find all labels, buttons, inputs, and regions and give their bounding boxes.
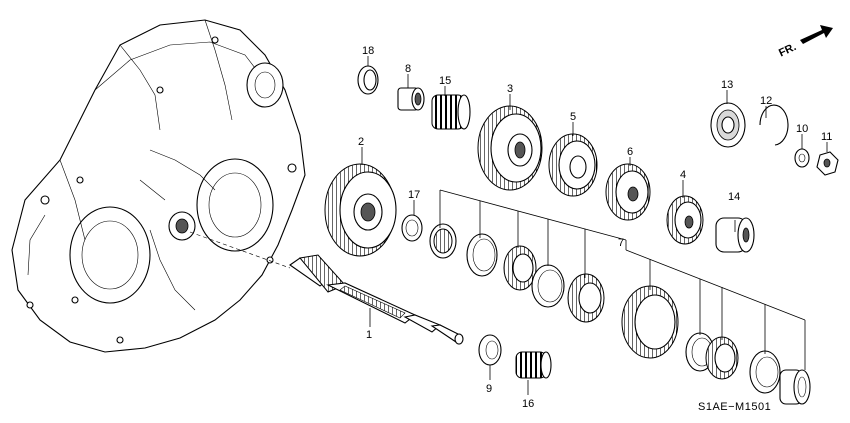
callout-15: 15 (439, 75, 451, 87)
callout-1: 1 (366, 329, 372, 341)
mainshaft (289, 254, 464, 345)
part-7-leader-bracket (439, 189, 806, 370)
bearing-part-14 (715, 217, 755, 253)
callout-3: 3 (507, 83, 513, 95)
callout-7: 7 (618, 237, 624, 249)
needle-bearing-part-16 (515, 351, 552, 379)
collar-part-8 (397, 87, 425, 111)
callout-5: 5 (570, 111, 576, 123)
transmission-housing (11, 19, 306, 353)
callout-8: 8 (405, 63, 411, 75)
callout-18: 18 (362, 45, 374, 57)
callout-16: 16 (522, 398, 534, 410)
gear-part-4 (666, 195, 704, 245)
washer-part-9 (478, 334, 502, 366)
callout-12: 12 (760, 95, 772, 107)
front-direction-indicator: FR. (777, 25, 833, 59)
callout-6: 6 (627, 146, 633, 158)
ball-bearing-part-13 (710, 102, 746, 148)
synchro-assembly-part-7 (429, 223, 811, 405)
gear-part-3 (477, 105, 543, 191)
callout-10: 10 (796, 123, 808, 135)
callout-2: 2 (358, 136, 364, 148)
callout-9: 9 (486, 383, 492, 395)
gear-part-6 (605, 163, 651, 221)
front-arrow-icon (800, 25, 833, 44)
nut-part-11 (816, 151, 839, 176)
callout-4: 4 (680, 169, 686, 181)
callout-13: 13 (721, 79, 733, 91)
callout-leaders (361, 56, 828, 395)
callout-11: 11 (821, 131, 832, 143)
ring-part-18 (357, 65, 379, 95)
gear-part-5 (548, 133, 598, 197)
front-label: FR. (777, 41, 798, 59)
callout-17: 17 (408, 189, 420, 201)
washer-part-10 (794, 148, 810, 168)
needle-bearing-part-15 (431, 94, 471, 130)
gear-part-2 (324, 163, 397, 257)
callout-14: 14 (728, 191, 740, 203)
snap-ring-part-12 (759, 104, 789, 146)
callout-labels: 1 2 3 4 5 6 7 8 9 10 11 12 13 14 15 16 1… (358, 45, 832, 410)
drawing-code: S1AE−M1501 (698, 401, 771, 413)
bearing-part-17 (401, 214, 423, 242)
